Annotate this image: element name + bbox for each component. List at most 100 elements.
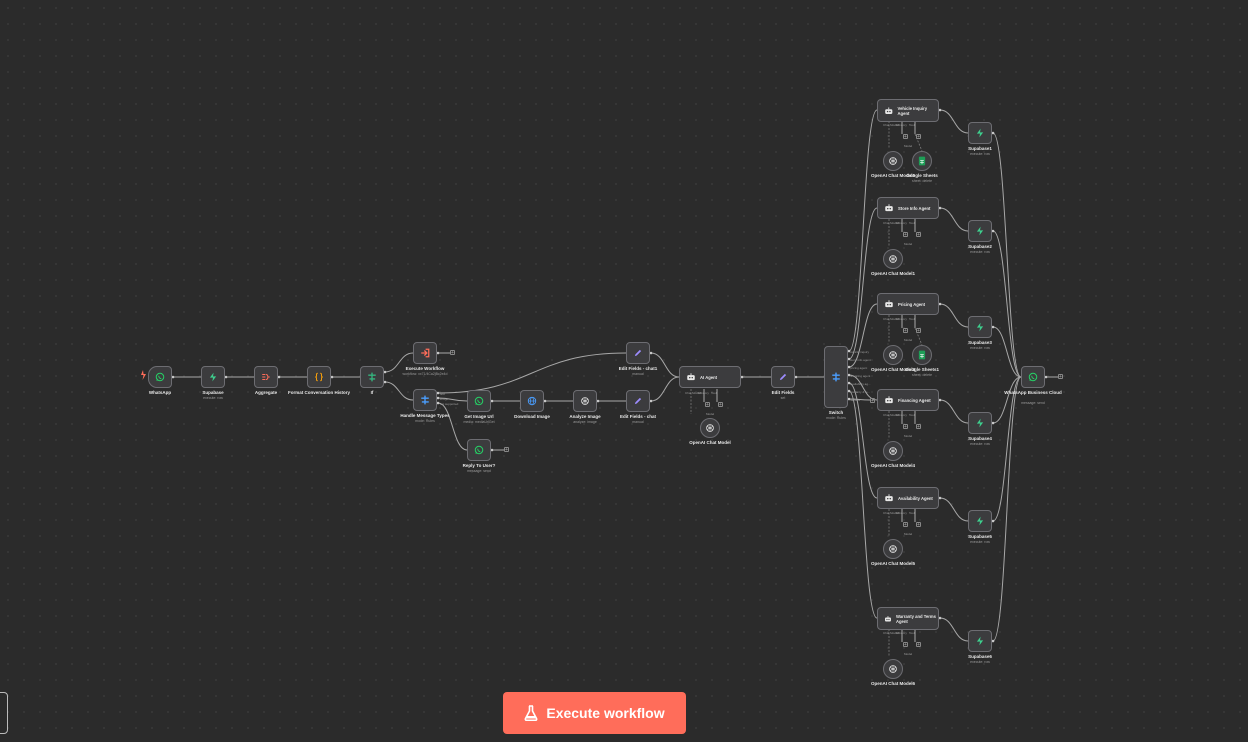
node-agent-4[interactable]: Availability Agent	[877, 487, 939, 509]
add-node-button[interactable]: +	[1058, 374, 1063, 380]
node-edit-fields-chat1-subtitle: manual	[632, 372, 644, 376]
switch-output-6: fallback	[850, 397, 861, 402]
node-reply-to-user[interactable]	[467, 439, 491, 461]
node-agent-2-supabase[interactable]	[968, 316, 992, 338]
add-tool-button[interactable]: +	[705, 402, 710, 408]
node-openai-chat-model[interactable]	[700, 418, 720, 438]
add-tool-button[interactable]: +	[903, 328, 908, 334]
node-supabase-subtitle: execute: row	[203, 396, 223, 400]
node-agent-0-supabase-label: Supabase1	[968, 146, 992, 151]
pencil-icon	[634, 349, 642, 357]
node-agent-2-supabase-label: Supabase3	[968, 340, 992, 345]
node-agent-5-model[interactable]	[883, 659, 903, 679]
node-if-label: If	[370, 390, 374, 395]
add-tool-button[interactable]: +	[916, 232, 921, 238]
agent-4-port-2: Tool	[909, 511, 915, 515]
agent-1-port-2: Tool	[909, 221, 915, 225]
node-edit-fields-chat1[interactable]	[626, 342, 650, 364]
add-tool-button[interactable]: +	[916, 642, 921, 648]
agent-0-model-port: Model	[904, 144, 913, 148]
switch-output-5: warranty & te...	[850, 389, 871, 394]
node-agent-1[interactable]: Store Info Agent	[877, 197, 939, 219]
agent-5-port-0: Chat Model*	[883, 631, 900, 635]
node-agent-5[interactable]: Warranty and Terms Agent	[877, 607, 939, 630]
node-edit-fields[interactable]	[771, 366, 795, 388]
add-tool-button[interactable]: +	[903, 642, 908, 648]
add-tool-button[interactable]: +	[916, 424, 921, 430]
node-whatsapp-trigger[interactable]	[148, 366, 172, 388]
ai-agent-port-2: Tool	[711, 391, 717, 395]
supabase-icon	[976, 418, 984, 428]
node-agent-0-model[interactable]	[883, 151, 903, 171]
add-node-button[interactable]: +	[450, 350, 455, 356]
openai-icon	[706, 424, 714, 432]
node-switch[interactable]	[824, 346, 848, 408]
add-tool-button[interactable]: +	[916, 134, 921, 140]
agent-3-port-1: Memory	[896, 413, 907, 417]
node-agent-0-supabase-subtitle: execute: row	[970, 152, 990, 156]
node-agent-5-model-label: OpenAI Chat Model6	[870, 681, 915, 686]
pencil-icon	[779, 373, 787, 381]
node-ai-agent[interactable]: AI Agent	[679, 366, 741, 388]
execute-workflow-button[interactable]: Execute workflow	[503, 692, 686, 734]
node-download-image[interactable]	[520, 390, 544, 412]
node-get-image-url[interactable]	[467, 390, 491, 412]
handle-output-image: image	[440, 396, 449, 401]
execute-arrow-icon	[421, 348, 430, 358]
add-node-button[interactable]: +	[504, 447, 509, 453]
openai-icon	[581, 397, 589, 405]
node-handle-message-types[interactable]	[413, 389, 437, 411]
agent-1-port-1: Memory	[896, 221, 907, 225]
flask-icon	[524, 705, 538, 721]
add-tool-button[interactable]: +	[916, 328, 921, 334]
node-aggregate[interactable]	[254, 366, 278, 388]
node-edit-fields-chat[interactable]	[626, 390, 650, 412]
add-tool-button[interactable]: +	[903, 522, 908, 528]
node-agent-0-supabase[interactable]	[968, 122, 992, 144]
add-tool-button[interactable]: +	[903, 232, 908, 238]
node-format-history[interactable]	[307, 366, 331, 388]
node-agent-4-supabase[interactable]	[968, 510, 992, 532]
switch-output-3: financing agent	[850, 373, 871, 378]
node-supabase[interactable]	[201, 366, 225, 388]
node-agent-2[interactable]: Pricing Agent	[877, 293, 939, 315]
node-agent-3-model[interactable]	[883, 441, 903, 461]
node-agent-5-supabase-label: Supabase6	[968, 654, 992, 659]
node-execute-workflow[interactable]	[413, 342, 437, 364]
node-agent-0[interactable]: Vehicle Inquiry Agent	[877, 99, 939, 122]
add-tool-button[interactable]: +	[718, 402, 723, 408]
openai-icon	[889, 255, 897, 263]
node-whatsapp-business[interactable]	[1021, 366, 1045, 388]
agent-4-port-0: Chat Model*	[883, 511, 900, 515]
node-agent-2-model[interactable]	[883, 345, 903, 365]
add-tool-button[interactable]: +	[903, 424, 908, 430]
agent-2-model-port: Model	[904, 338, 913, 342]
add-tool-button[interactable]: +	[916, 522, 921, 528]
node-agent-4-model[interactable]	[883, 539, 903, 559]
node-agent-2-sheets-label: Google Sheets1	[904, 367, 939, 372]
add-tool-button[interactable]: +	[903, 134, 908, 140]
agent-4-model-port: Model	[904, 532, 913, 536]
panel-toggle-button[interactable]	[0, 692, 8, 734]
ai-agent-port-0: Chat Model*	[685, 391, 702, 395]
node-agent-0-sheets[interactable]	[912, 151, 932, 171]
node-agent-4-model-label: OpenAI Chat Model5	[870, 561, 915, 566]
openai-model-port: Model	[706, 412, 715, 416]
supabase-icon	[976, 226, 984, 236]
node-analyze-image[interactable]	[573, 390, 597, 412]
supabase-icon	[976, 128, 984, 138]
if-icon	[368, 372, 376, 382]
node-agent-3[interactable]: Financing Agent	[877, 389, 939, 411]
agent-3-model-port: Model	[904, 434, 913, 438]
node-agent-3-supabase[interactable]	[968, 412, 992, 434]
node-agent-1-model[interactable]	[883, 249, 903, 269]
node-agent-5-supabase[interactable]	[968, 630, 992, 652]
node-agent-1-supabase[interactable]	[968, 220, 992, 242]
node-agent-3-model-label: OpenAI Chat Model4	[870, 463, 915, 468]
node-agent-2-sheets[interactable]	[912, 345, 932, 365]
openai-icon	[889, 447, 897, 455]
node-agent-0-sheets-subtitle: sheet: delete	[911, 179, 933, 183]
add-node-button[interactable]: +	[870, 398, 875, 404]
node-if[interactable]	[360, 366, 384, 388]
